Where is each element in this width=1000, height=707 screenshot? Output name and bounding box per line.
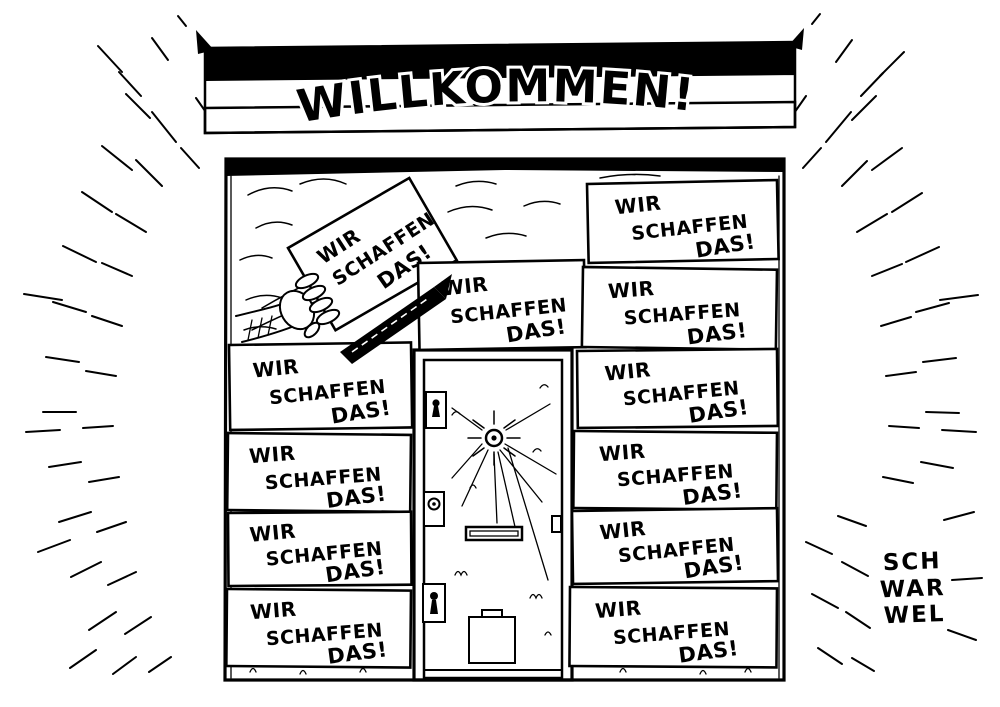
sign-paper <box>227 341 414 432</box>
sign-text-wir: WIR <box>248 519 296 547</box>
brush-handle <box>340 287 446 364</box>
signature-line-3: WEL <box>883 601 946 629</box>
signature-line-2: WAR <box>879 575 946 603</box>
sleeve-hatch <box>247 315 273 341</box>
artist-signature: SCH WAR WEL <box>879 548 946 629</box>
banner-stripe-top <box>205 42 795 80</box>
peephole-ring <box>484 428 504 448</box>
peephole-lens <box>491 435 497 441</box>
slogan-sign-right-5: WIR SCHAFFEN DAS! <box>570 506 780 586</box>
slogan-sign-left-1: WIR SCHAFFEN DAS! <box>227 341 414 432</box>
sign-text-wir: WIR <box>614 191 663 220</box>
finger-3 <box>308 296 334 314</box>
sign-text-wir: WIR <box>603 357 652 385</box>
keyhole-icon <box>432 399 440 407</box>
doorbell-plate <box>423 491 445 527</box>
speed-lines-left <box>23 71 200 675</box>
letter-slot-frame <box>464 525 524 542</box>
banner-nail-right <box>811 13 821 25</box>
speed-lines-right <box>802 72 983 672</box>
sign-text-wir: WIR <box>249 597 297 625</box>
sign-paper <box>225 587 413 669</box>
peephole-rays <box>467 410 521 466</box>
sign-paper <box>225 431 413 514</box>
thumb <box>303 321 321 339</box>
door-name-plate <box>468 609 516 664</box>
slogan-sign-right-2: WIR SCHAFFEN DAS! <box>580 265 779 352</box>
keyhole-icon-2-stem <box>430 600 438 614</box>
slogan-sign-right-3: WIR SCHAFFEN DAS! <box>575 347 780 430</box>
slogan-sign-left-4: WIR SCHAFFEN DAS! <box>225 587 413 669</box>
banner-outline <box>203 40 797 135</box>
doorbell-button <box>432 502 436 506</box>
speed-lines-top <box>97 37 905 119</box>
keyhole-plate-top <box>425 391 447 429</box>
finger-1 <box>294 272 320 290</box>
letter-slot <box>464 525 524 542</box>
sign-paper <box>568 585 779 669</box>
wall-texture-top-middle <box>447 173 661 239</box>
banner-nail-left <box>177 15 187 27</box>
paste-brush <box>340 274 452 364</box>
sign-paper <box>580 265 779 352</box>
hand-and-arm <box>235 272 341 343</box>
name-plate-card <box>468 616 516 664</box>
sign-paper <box>585 178 780 265</box>
brush-tip <box>434 274 452 299</box>
sign-text-wir: WIR <box>594 596 642 624</box>
sign-text-wir: WIR <box>598 439 646 467</box>
door <box>412 348 574 682</box>
letter-slot-flap <box>469 530 519 537</box>
finger-2 <box>301 284 327 302</box>
slogan-signs: WIR SCHAFFEN DAS! WIR SCHAFFEN DAS! WIR … <box>225 176 780 669</box>
slogan-sign-right-4: WIR SCHAFFEN DAS! <box>572 429 779 512</box>
slogan-sign-right-1: WIR SCHAFFEN DAS! <box>585 178 780 265</box>
slogan-sign-right-6: WIR SCHAFFEN DAS! <box>568 585 779 669</box>
wall-top-band <box>226 158 784 176</box>
slogan-sign-left-3: WIR SCHAFFEN DAS! <box>226 510 413 588</box>
sign-text-wir: WIR <box>607 276 655 303</box>
welcome-banner: WILLKOMMEN! <box>177 13 821 136</box>
keyhole-plate-bottom <box>422 583 446 623</box>
door-handle <box>551 515 562 533</box>
peephole-icon <box>467 410 521 466</box>
sign-text-wir: WIR <box>598 516 647 545</box>
brush-stitches <box>351 296 431 353</box>
sign-text-wir: WIR <box>248 441 296 468</box>
door-squiggles <box>451 384 552 641</box>
sign-paper <box>575 347 780 430</box>
wall-ground-ticks <box>249 667 752 675</box>
doorbell-icon <box>427 497 441 511</box>
keyhole-icon-stem <box>432 406 440 417</box>
signature-line-1: SCH <box>882 548 942 576</box>
slogan-sign-middle: WIR SCHAFFEN DAS! <box>416 258 587 352</box>
keyhole-icon-2 <box>430 592 438 600</box>
slogan-sign-left-2: WIR SCHAFFEN DAS! <box>225 431 413 514</box>
sign-paper <box>226 510 413 588</box>
sign-text-wir: WIR <box>252 354 301 383</box>
sign-paper <box>570 506 780 586</box>
speed-lines <box>23 37 983 675</box>
door-texture-rays <box>451 403 557 581</box>
